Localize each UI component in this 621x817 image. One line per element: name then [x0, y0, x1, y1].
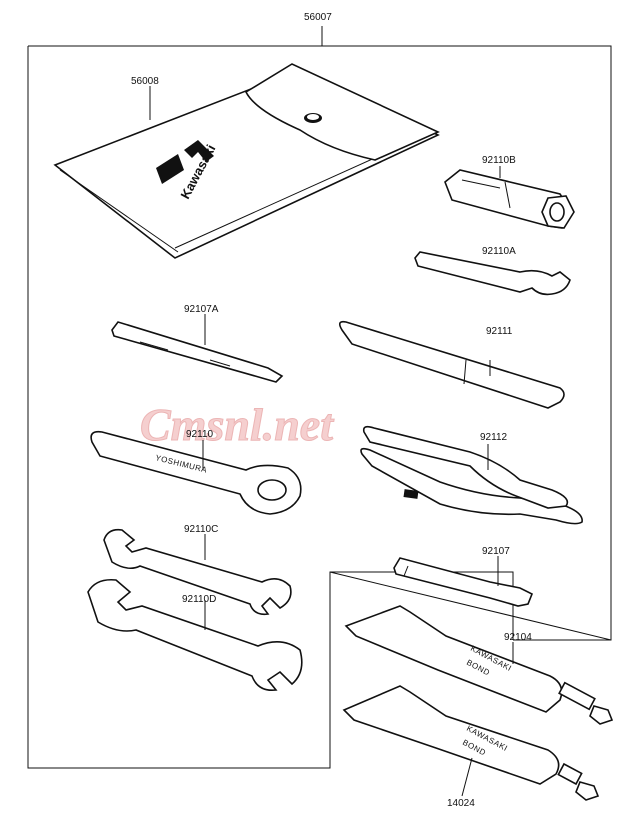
label-92110d: 92110D [182, 594, 216, 605]
label-92112: 92112 [480, 432, 508, 443]
hook-wrench [414, 251, 571, 296]
label-92107: 92107 [482, 546, 510, 557]
label-56008: 56008 [131, 76, 159, 87]
open-wrench-92110c [103, 528, 292, 616]
bond-tube-14024: KAWASAKI BOND [342, 685, 600, 801]
box-wrench: YOSHIMURA [90, 430, 302, 515]
screwdriver-92107 [393, 556, 534, 607]
open-wrench-92110d [87, 578, 303, 692]
label-92110: 92110 [186, 429, 214, 440]
bond-tube-92104: KAWASAKI BOND [344, 605, 614, 725]
label-92107a: 92107A [184, 304, 219, 315]
label-92110b: 92110B [482, 155, 516, 166]
label-14024: 14024 [447, 798, 475, 809]
pliers [360, 425, 583, 525]
tool-pouch: Kawasaki [53, 63, 440, 259]
spark-plug-wrench [444, 169, 575, 229]
kit-frame [27, 26, 612, 769]
label-92111: 92111 [486, 326, 513, 337]
label-56007: 56007 [304, 12, 332, 23]
tool-handle [338, 320, 565, 409]
screwdriver-92107a [111, 314, 284, 383]
label-92110c: 92110C [184, 524, 218, 535]
watermark: Cmsnl.net [140, 399, 334, 450]
label-92110a: 92110A [482, 246, 516, 257]
label-92104: 92104 [504, 632, 532, 643]
